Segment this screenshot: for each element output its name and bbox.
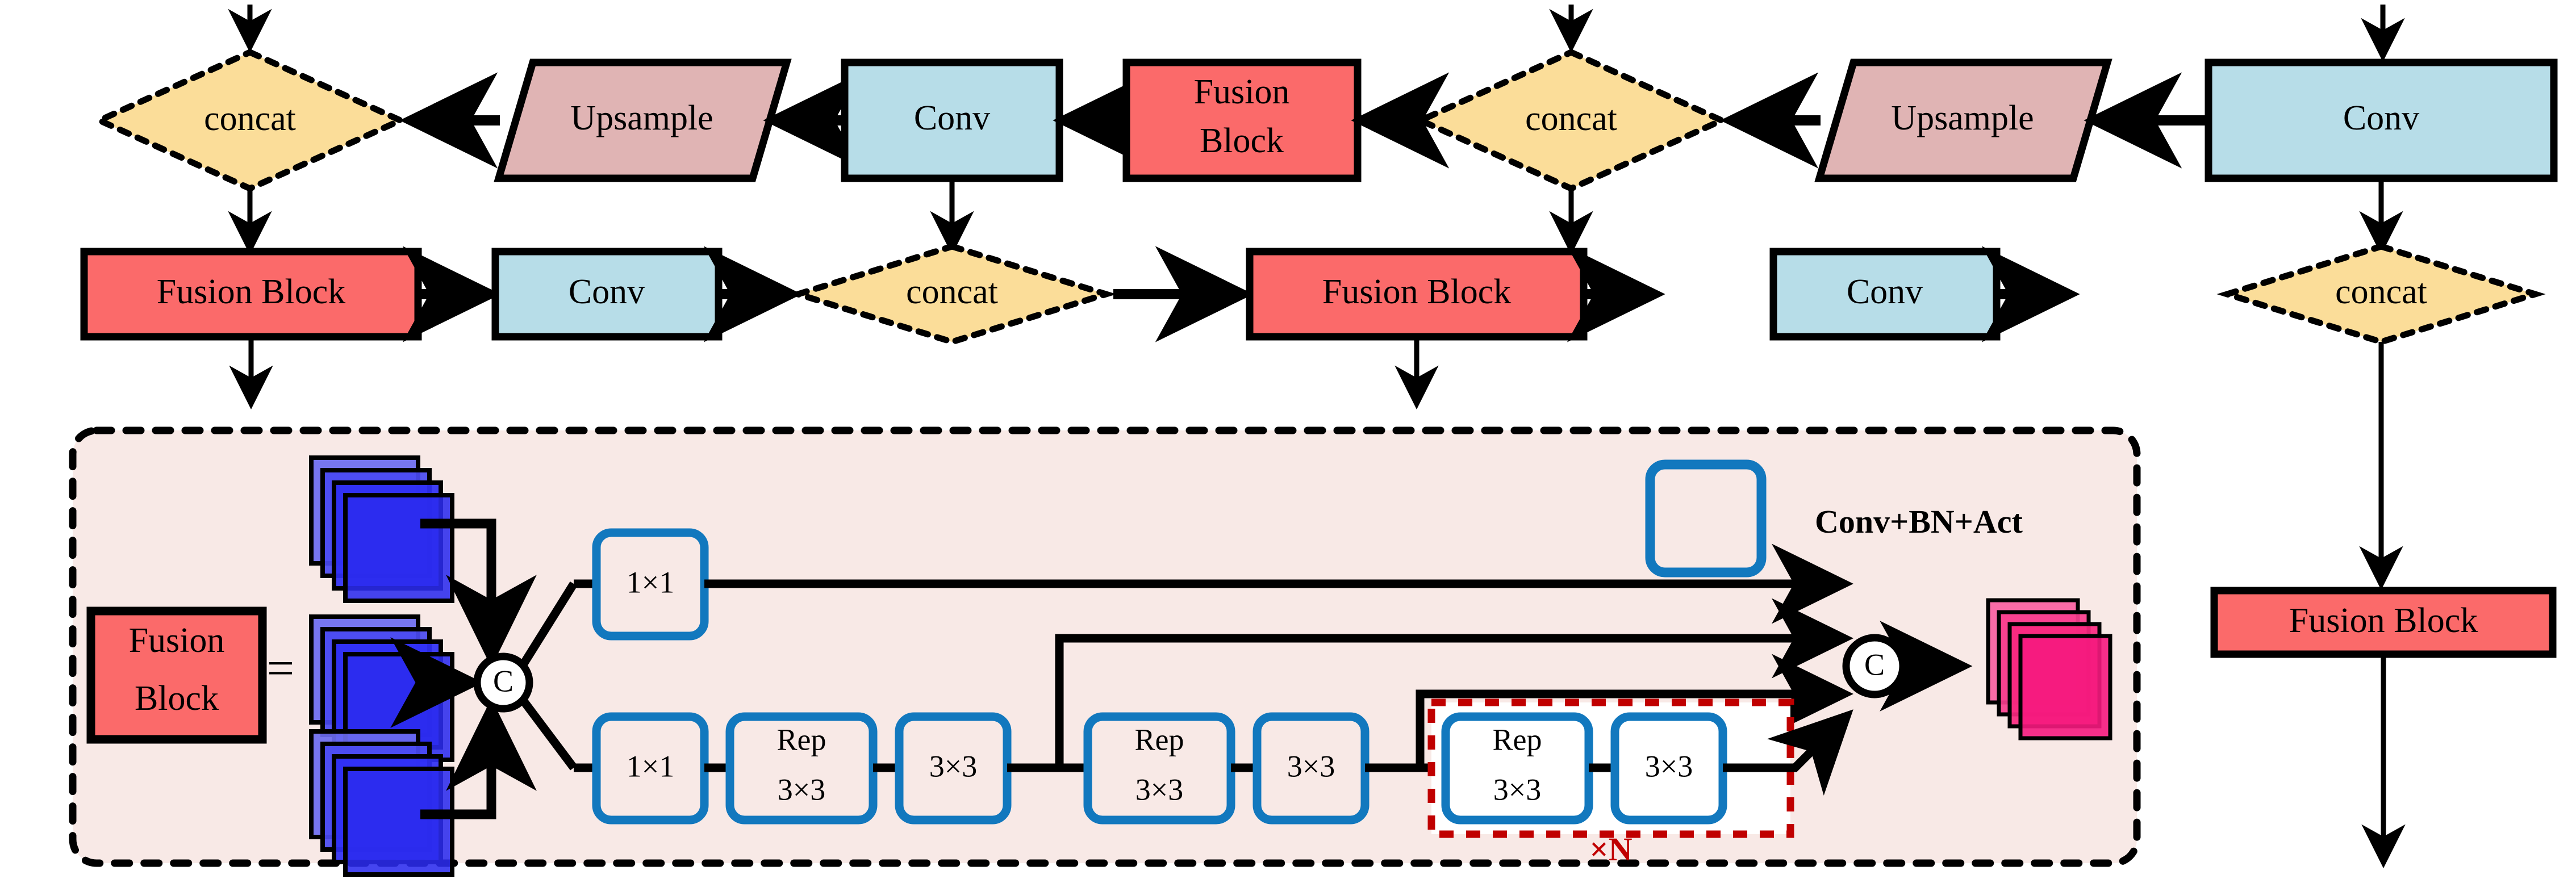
node-label: 1×1 — [627, 749, 674, 783]
node-conv-t2: Conv — [2205, 58, 2558, 182]
cbr-1x1-top: 1×1 — [592, 528, 709, 641]
cbr-1x1-bot: 1×1 — [592, 712, 709, 825]
cbr-3x3-3: 3×3 — [1610, 712, 1727, 825]
node-label-line1: Fusion — [129, 621, 225, 660]
repeat-count-label: ×N — [1590, 831, 1633, 868]
node-fusion-t1: Fusion Block — [1122, 58, 1362, 182]
concat-c-label: C — [1864, 647, 1885, 681]
node-label-line2: 3×3 — [1493, 772, 1541, 806]
node-label-line2: 3×3 — [1135, 772, 1183, 806]
edge-tensor3-to-concat-c — [420, 698, 537, 819]
edge-3x3-3-to-final-c — [1723, 709, 1853, 796]
output-tensor-stack — [1986, 598, 2112, 740]
input-tensor-stack-1 — [309, 455, 454, 603]
node-label-line1: Rep — [1135, 722, 1184, 756]
node-label: concat — [2335, 273, 2427, 311]
equals-sign: = — [267, 641, 295, 696]
node-label-line2: Block — [1200, 122, 1284, 160]
node-label: Fusion Block — [2289, 601, 2478, 640]
node-label-line1: Fusion — [1194, 73, 1290, 111]
node-conv-m2: Conv — [1769, 248, 2001, 341]
node-fusion-m1: Fusion Block — [80, 248, 422, 341]
node-label: Fusion Block — [157, 273, 345, 311]
node-label: concat — [204, 99, 296, 138]
node-label: Conv — [914, 99, 990, 137]
cbr-rep-2: Rep 3×3 — [1083, 712, 1235, 825]
node-label: 3×3 — [929, 749, 977, 783]
node-label: 3×3 — [1287, 749, 1335, 783]
node-concat-m2: concat — [2216, 243, 2546, 345]
edge-tensor1-to-concat-c — [420, 518, 537, 668]
concat-c-node-output: C — [1842, 634, 1907, 698]
node-upsample-t2: Upsample — [1814, 58, 2112, 182]
node-label: concat — [1525, 99, 1617, 138]
node-conv-t1: Conv — [841, 58, 1063, 182]
node-label-line2: Block — [135, 679, 219, 718]
node-fusion-r1: Fusion Block — [2210, 587, 2557, 658]
node-label: 3×3 — [1645, 749, 1693, 783]
legend-swatch-icon — [1645, 459, 1767, 578]
legend-label: Conv+BN+Act — [1815, 503, 2023, 540]
cbr-3x3-2: 3×3 — [1252, 712, 1370, 825]
node-label: Upsample — [570, 99, 713, 137]
node-label: concat — [906, 273, 998, 311]
cbr-3x3-1: 3×3 — [895, 712, 1012, 825]
node-label-line2: 3×3 — [778, 772, 825, 806]
edge-skip-after-3x3-2-to-final-c — [1416, 654, 1854, 768]
node-label: Fusion Block — [1322, 273, 1511, 311]
edge-c-to-bottom-branch — [519, 697, 577, 771]
input-tensor-stack-3 — [309, 729, 454, 877]
legend-conv-bn-act: Conv+BN+Act — [1645, 459, 2023, 578]
cbr-rep-1: Rep 3×3 — [725, 712, 878, 825]
node-label: 1×1 — [627, 565, 674, 599]
node-upsample-t1: Upsample — [494, 58, 792, 182]
node-label: Upsample — [1891, 99, 2034, 137]
cbr-rep-3: Rep 3×3 — [1441, 712, 1593, 825]
node-label-line1: Rep — [1493, 722, 1542, 756]
node-label: Conv — [1847, 273, 1923, 311]
concat-c-label: C — [493, 664, 513, 698]
node-fusion-m2: Fusion Block — [1246, 248, 1588, 341]
node-conv-m1: Conv — [491, 248, 723, 341]
concat-c-node-input: C — [473, 652, 533, 713]
node-concat-m1: concat — [787, 243, 1117, 345]
detail-fusion-block: Fusion Block — [86, 606, 267, 744]
node-label: Conv — [569, 273, 645, 311]
node-label-line1: Rep — [777, 722, 826, 756]
node-label: Conv — [2343, 99, 2419, 137]
edge-skip-after-3x3-1-to-final-c — [1055, 598, 1854, 768]
edge-c-to-top-branch — [519, 581, 578, 668]
